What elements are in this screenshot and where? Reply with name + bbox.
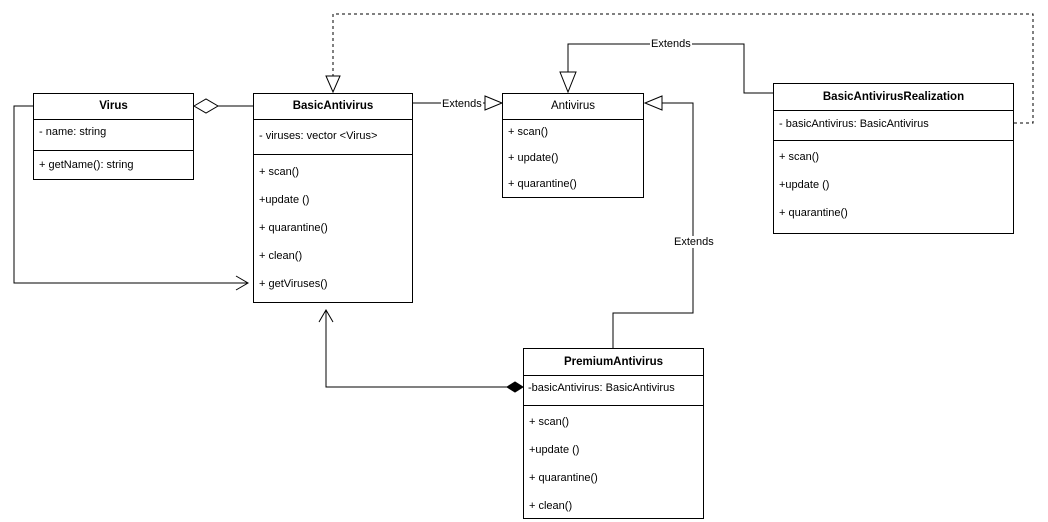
class-premium-antivirus-method: +update () [529, 444, 580, 456]
class-antivirus-method: + quarantine() [508, 178, 577, 190]
class-premium-antivirus-name: PremiumAntivirus [524, 349, 703, 376]
class-basic-antivirus-method: + quarantine() [259, 222, 328, 234]
class-basic-antivirus-realization-name: BasicAntivirusRealization [774, 84, 1013, 111]
aggregation-diamond [193, 98, 219, 114]
class-antivirus-method: + scan() [508, 126, 549, 138]
generalization-arrowhead-realization [559, 71, 577, 94]
class-virus-methods: + getName(): string [34, 151, 193, 179]
class-virus[interactable]: Virus - name: string + getName(): string [33, 93, 194, 180]
dependency-dashed-line[interactable] [332, 13, 1034, 124]
extends-label-realization: Extends [650, 38, 692, 50]
class-premium-antivirus[interactable]: PremiumAntivirus -basicAntivirus: BasicA… [523, 348, 704, 519]
class-premium-antivirus-attributes: -basicAntivirus: BasicAntivirus [524, 376, 703, 406]
class-basic-antivirus-realization-method: +update () [779, 179, 830, 191]
class-premium-antivirus-method: + clean() [529, 500, 573, 512]
class-premium-antivirus-method: + quarantine() [529, 472, 598, 484]
association-arrowhead [235, 275, 249, 291]
composition-diamond [506, 381, 524, 393]
class-virus-name: Virus [34, 94, 193, 120]
class-virus-attributes: - name: string [34, 120, 193, 151]
generalization-arrowhead-basic [484, 95, 504, 111]
class-premium-antivirus-methods: + scan() +update () + quarantine() + cle… [524, 406, 703, 518]
class-basic-antivirus-method: + getViruses() [259, 278, 328, 290]
generalization-arrowhead-premium [643, 95, 663, 111]
class-basic-antivirus[interactable]: BasicAntivirus - viruses: vector <Virus>… [253, 93, 413, 303]
class-basic-antivirus-realization[interactable]: BasicAntivirusRealization - basicAntivir… [773, 83, 1014, 234]
class-basic-antivirus-name: BasicAntivirus [254, 94, 412, 120]
class-basic-antivirus-methods: + scan() +update () + quarantine() + cle… [254, 155, 412, 302]
composition-arrowhead [318, 309, 334, 323]
class-basic-antivirus-attributes: - viruses: vector <Virus> [254, 120, 412, 155]
class-basic-antivirus-realization-method: + quarantine() [779, 207, 848, 219]
class-virus-attribute: - name: string [39, 126, 107, 138]
extends-label-premium: Extends [673, 236, 715, 248]
class-antivirus-name: Antivirus [503, 94, 643, 120]
class-basic-antivirus-method: + clean() [259, 250, 303, 262]
class-antivirus-method: + update() [508, 152, 559, 164]
composition-line[interactable] [325, 310, 508, 388]
class-basic-antivirus-realization-attribute: - basicAntivirus: BasicAntivirus [779, 118, 929, 130]
class-virus-method: + getName(): string [39, 159, 134, 171]
extends-label-basic: Extends [441, 98, 483, 110]
class-antivirus-methods: + scan() + update() + quarantine() [503, 120, 643, 197]
class-basic-antivirus-realization-attributes: - basicAntivirus: BasicAntivirus [774, 111, 1013, 141]
class-premium-antivirus-method: + scan() [529, 416, 570, 428]
dependency-arrowhead [325, 75, 341, 94]
extends-line-realization[interactable] [567, 43, 773, 94]
class-basic-antivirus-method: + scan() [259, 166, 300, 178]
class-antivirus[interactable]: Antivirus + scan() + update() + quaranti… [502, 93, 644, 198]
extends-line-premium[interactable] [612, 102, 694, 348]
class-basic-antivirus-method: +update () [259, 194, 310, 206]
class-basic-antivirus-attribute: - viruses: vector <Virus> [259, 130, 378, 142]
class-basic-antivirus-realization-method: + scan() [779, 151, 820, 163]
class-basic-antivirus-realization-methods: + scan() +update () + quarantine() [774, 141, 1013, 233]
class-premium-antivirus-attribute: -basicAntivirus: BasicAntivirus [528, 382, 675, 394]
association-line[interactable] [13, 105, 248, 284]
